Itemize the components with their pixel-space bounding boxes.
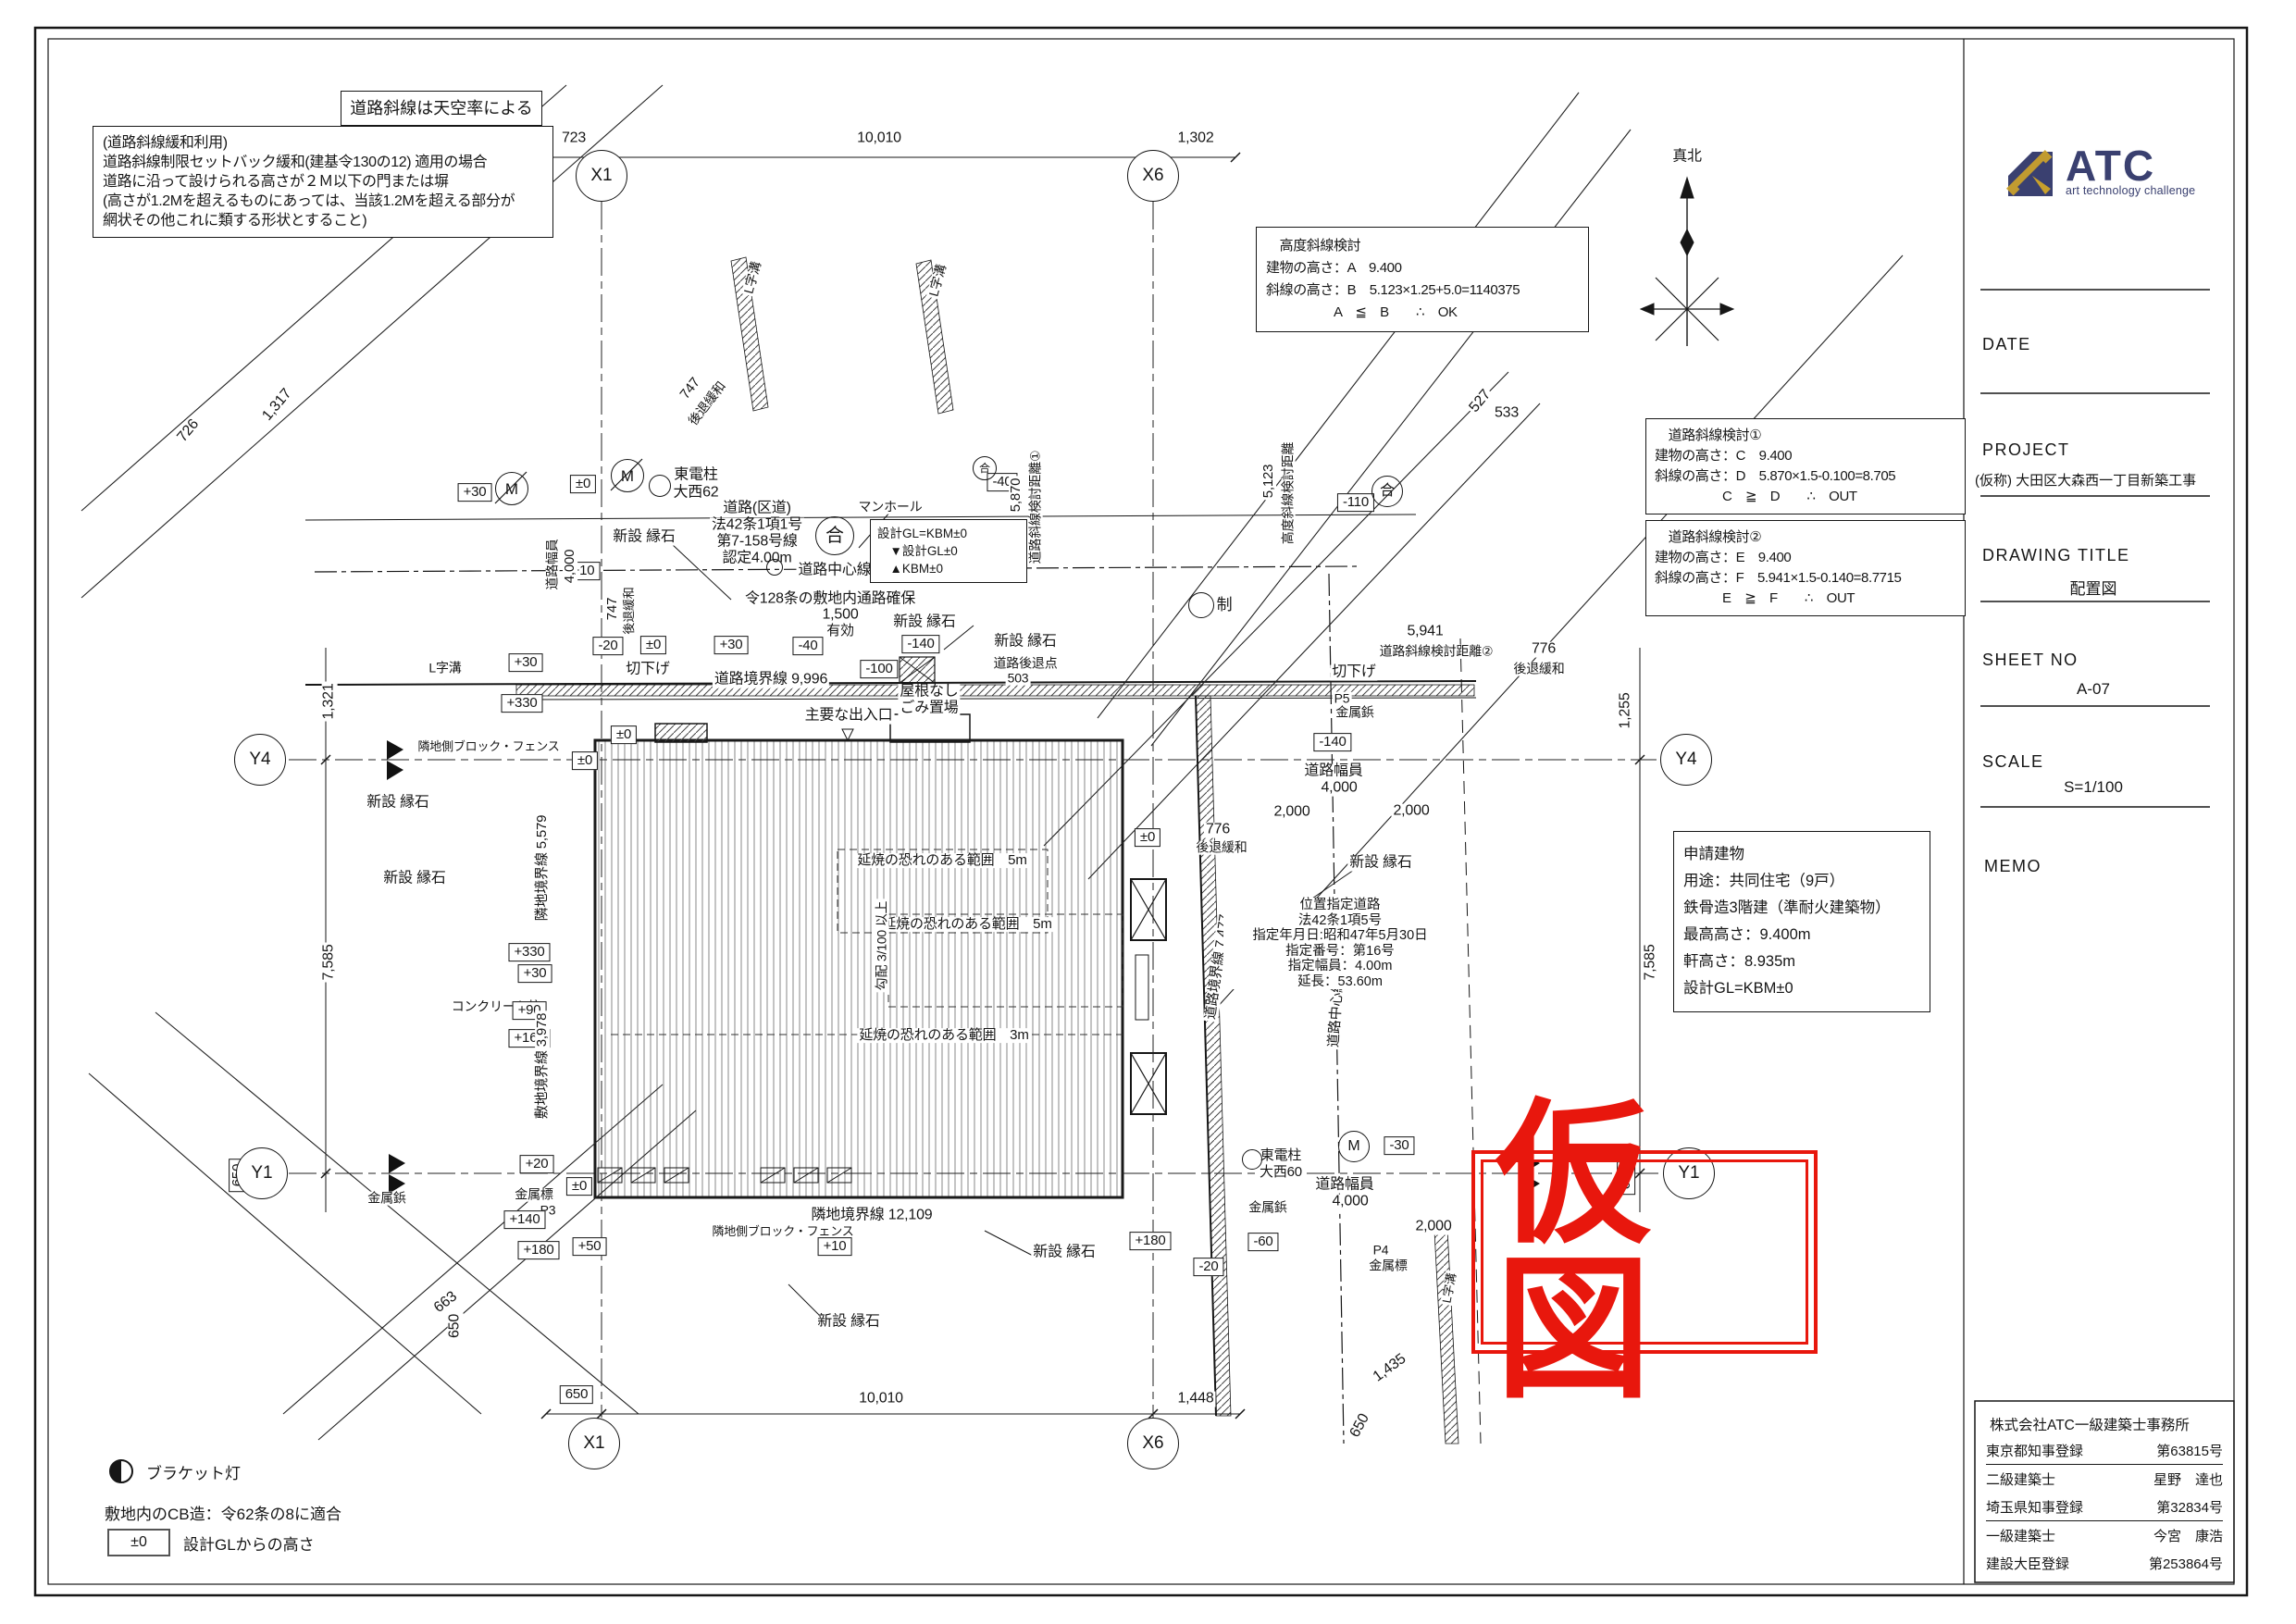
drawing-title-value: 配置図 <box>2069 580 2117 598</box>
memo-label: MEMO <box>1984 857 2042 875</box>
registration-rows: 東京都知事登録 第63815号二級建築士 星野 達也埼玉県知事登録 第32834号一級… <box>1986 1436 2223 1577</box>
atc-logo: ATC art technology challenge <box>2004 142 2196 205</box>
scale-value: S=1/100 <box>2064 778 2123 796</box>
registration-row-label: 建設大臣登録 <box>1986 1556 2070 1572</box>
project-value: (仮称) 大田区大森西一丁目新築工事 <box>1975 473 2197 489</box>
registration-row-label: 二級建築士 <box>1986 1471 2056 1488</box>
stamp-inner-border <box>1481 1159 1808 1345</box>
pole-slashes <box>494 458 643 504</box>
title-block-rules <box>1974 289 2235 1583</box>
registration-row-label: 一級建築士 <box>1986 1528 2056 1544</box>
legend-gl-label: 設計GLからの高さ <box>183 1535 315 1554</box>
registration-row: 二級建築士 星野 達也 <box>1986 1465 2223 1493</box>
registration-row-value: 星野 達也 <box>2153 1471 2223 1488</box>
project-label: PROJECT <box>1982 440 2070 459</box>
gutter-strips <box>730 256 954 415</box>
legend-cb-note: 敷地内のCB造：令62条の8に適合 <box>105 1506 341 1523</box>
drawing-title-label: DRAWING TITLE <box>1982 546 2130 564</box>
building-footprint <box>593 723 1124 1199</box>
sheet-no-value: A-07 <box>2077 680 2110 698</box>
registration-row: 一級建築士 今宮 康浩 <box>1986 1521 2223 1549</box>
slope-check-diagonals <box>81 84 1904 1441</box>
legend-pm0-box: ±0 <box>107 1529 170 1556</box>
registration-row: 東京都知事登録 第63815号 <box>1986 1436 2223 1465</box>
registration-company: 株式会社ATC一級建築士事務所 <box>1990 1418 2190 1433</box>
bracket-light-icon <box>109 1459 133 1483</box>
atc-logo-mark-icon <box>2004 148 2056 205</box>
scale-label: SCALE <box>1982 752 2044 771</box>
stair-boxes <box>1130 878 1167 1115</box>
date-label: DATE <box>1982 335 2031 353</box>
grid-axes <box>289 202 1661 1418</box>
top-road <box>304 514 1477 700</box>
north-compass <box>1639 176 1735 346</box>
legend-bracket-label: ブラケット灯 <box>146 1464 241 1482</box>
curb-ticks <box>597 1167 852 1184</box>
registration-row-value: 今宮 康浩 <box>2153 1528 2223 1544</box>
provisional-stamp: 仮図 <box>1471 1097 1818 1407</box>
registration-row: 建設大臣登録 第253864号 <box>1986 1549 2223 1577</box>
section-arrows <box>387 740 1540 1194</box>
garbage-area <box>841 656 971 743</box>
brand-tagline: art technology challenge <box>2066 184 2196 198</box>
registration-row-value: 第63815号 <box>2156 1443 2223 1459</box>
brand-text: ATC <box>2066 142 2156 190</box>
registration-row-value: 第32834号 <box>2156 1499 2223 1516</box>
sheet-frame <box>33 26 2249 1597</box>
registration-row: 埼玉県知事登録 第32834号 <box>1986 1493 2223 1521</box>
dimension-lines <box>320 152 1645 1419</box>
registration-row-label: 東京都知事登録 <box>1986 1443 2084 1459</box>
sheet-no-label: SHEET NO <box>1982 651 2079 669</box>
registration-row-value: 第253864号 <box>2148 1556 2223 1572</box>
right-road <box>1195 573 1482 1444</box>
registration-row-label: 埼玉県知事登録 <box>1986 1499 2084 1516</box>
